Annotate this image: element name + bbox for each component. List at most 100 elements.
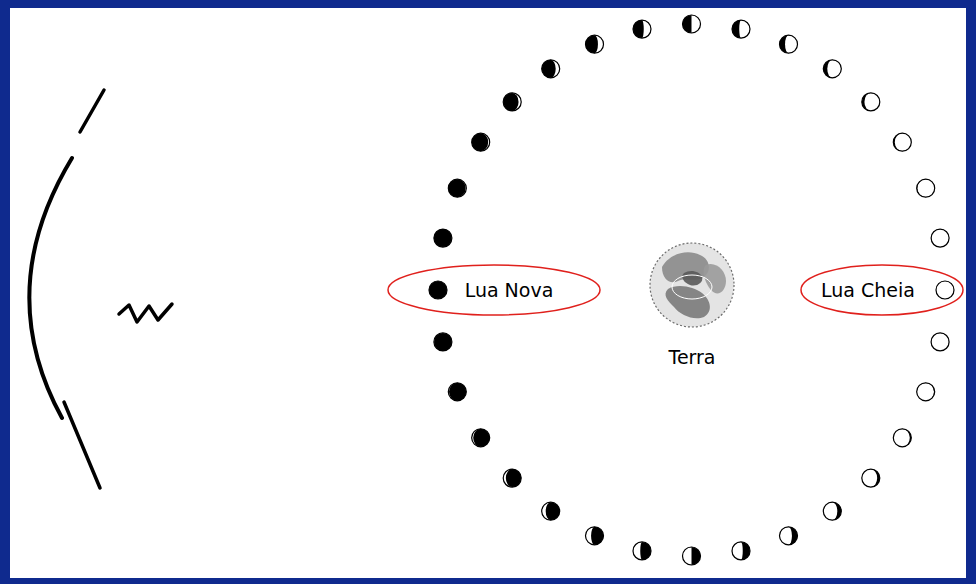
moon-outline — [448, 383, 466, 401]
moon-dark — [448, 383, 466, 401]
moon-lit — [551, 60, 560, 78]
moon-lit — [472, 429, 481, 447]
moon-lit — [692, 15, 701, 33]
globe-land — [682, 271, 702, 286]
moon-outline — [862, 93, 880, 111]
moon-outline — [434, 333, 452, 351]
moon-dark — [780, 35, 798, 53]
red-ellipse — [801, 265, 963, 315]
moon-outline — [542, 60, 560, 78]
moon-lit — [931, 333, 949, 351]
moon-outline — [917, 383, 935, 401]
moon-phase — [823, 60, 841, 78]
moon-phase — [633, 542, 651, 560]
moon-phase — [586, 527, 604, 545]
moon-lit — [739, 20, 750, 38]
moon-lit — [434, 333, 443, 351]
earth-globe — [640, 240, 744, 340]
moon-dark — [823, 502, 841, 520]
moon-dark — [931, 229, 949, 247]
moon-lit — [448, 383, 457, 401]
moon-lit — [438, 281, 447, 299]
moon-dark — [917, 179, 935, 197]
moon-lit — [917, 179, 934, 197]
moon-phase — [917, 383, 935, 401]
sun-ray — [64, 402, 100, 488]
moon-dark — [893, 133, 911, 151]
moon-dark — [542, 502, 560, 520]
moon-phase — [472, 133, 490, 151]
moon-outline — [503, 469, 521, 487]
moon-phase — [732, 542, 750, 560]
moon-lit — [931, 229, 949, 247]
moon-outline — [434, 229, 452, 247]
moon-lit — [683, 547, 692, 565]
moon-lit — [457, 179, 466, 197]
moon-phase — [893, 429, 911, 447]
moon-phase — [683, 15, 701, 33]
earth-figure: Terra — [640, 240, 744, 375]
moon-outline — [780, 35, 798, 53]
phase-label-ellipse: Lua Nova — [387, 264, 601, 316]
moon-outline — [823, 60, 841, 78]
moon-dark — [472, 429, 490, 447]
moon-phases — [429, 15, 954, 565]
moon-phase — [823, 502, 841, 520]
moon-phase — [780, 35, 798, 53]
globe-detail — [672, 275, 712, 299]
moon-dark — [683, 15, 701, 33]
moon-phase — [448, 383, 466, 401]
moon-outline — [472, 133, 490, 151]
moon-dark — [917, 383, 935, 401]
moon-outline — [633, 20, 651, 38]
moon-outline — [683, 547, 701, 565]
moon-outline — [586, 527, 604, 545]
moon-outline — [780, 527, 798, 545]
moon-outline — [893, 429, 911, 447]
moon-dark — [434, 229, 452, 247]
moon-dark — [862, 469, 880, 487]
sun-arc — [29, 158, 72, 418]
moon-outline — [472, 429, 490, 447]
sun-symbol — [29, 90, 172, 488]
moon-lit — [503, 469, 512, 487]
moon-phase — [931, 229, 949, 247]
moon-dark — [936, 281, 954, 299]
moon-phase — [936, 281, 954, 299]
moon-outline — [429, 281, 447, 299]
moon-dark — [586, 527, 604, 545]
moon-dark — [503, 93, 521, 111]
moon-outline — [503, 93, 521, 111]
moon-lit — [936, 281, 954, 299]
moon-lit — [542, 502, 551, 520]
moon-dark — [823, 60, 841, 78]
moon-lit — [586, 527, 595, 545]
moon-dark — [732, 542, 750, 560]
moon-dark — [586, 35, 604, 53]
moon-phase — [780, 527, 798, 545]
moon-lit — [595, 35, 604, 53]
moon-lit — [443, 229, 452, 247]
moon-outline — [931, 229, 949, 247]
moon-dark — [434, 333, 452, 351]
moon-outline — [732, 20, 750, 38]
moon-dark — [448, 179, 466, 197]
moon-dark — [893, 429, 911, 447]
moon-phase — [633, 20, 651, 38]
moon-phase — [542, 60, 560, 78]
moon-lit — [917, 383, 934, 401]
moon-lit — [642, 20, 651, 38]
moon-phase — [931, 333, 949, 351]
moon-dark — [931, 333, 949, 351]
moon-outline — [917, 179, 935, 197]
moon-phase — [503, 93, 521, 111]
moon-dark — [633, 20, 651, 38]
moon-outline — [893, 133, 911, 151]
moon-lit — [512, 93, 521, 111]
moon-lit — [481, 133, 490, 151]
moon-outline — [931, 333, 949, 351]
moon-lit — [732, 542, 743, 560]
moon-outline — [586, 35, 604, 53]
moon-phase — [683, 547, 701, 565]
